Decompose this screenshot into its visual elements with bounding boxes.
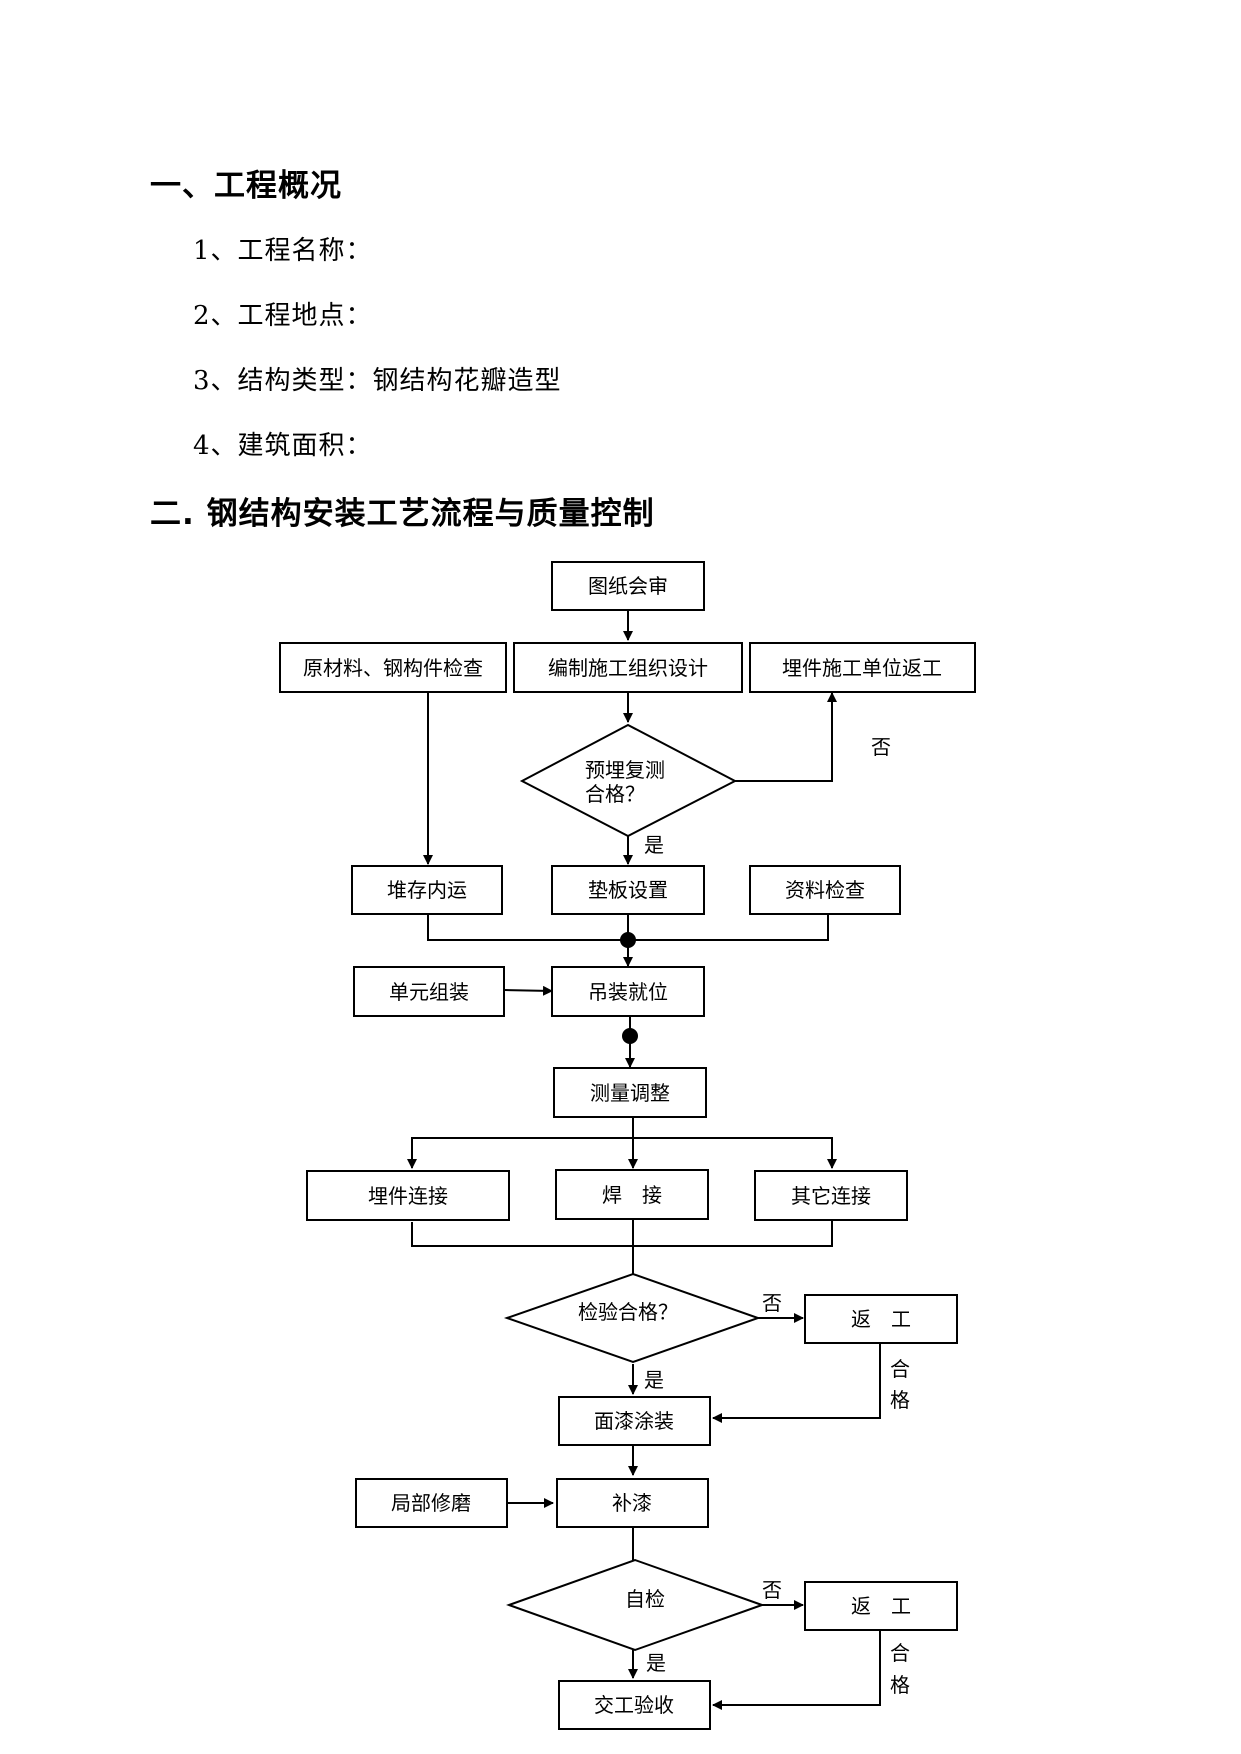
svg-text:合格？: 合格？ xyxy=(585,782,645,806)
svg-text:其它连接: 其它连接 xyxy=(791,1184,871,1208)
label-no: 否 xyxy=(762,1291,782,1315)
svg-text:堆存内运: 堆存内运 xyxy=(387,878,467,902)
svg-text:原材料、钢构件检查: 原材料、钢构件检查 xyxy=(303,656,483,680)
decision-embed-recheck: 预埋复测 合格？ xyxy=(519,723,738,838)
svg-text:埋件连接: 埋件连接 xyxy=(368,1184,448,1208)
node-shim: 垫板设置 xyxy=(551,865,705,915)
structure-type-line: 3、结构类型：钢结构花瓣造型 xyxy=(193,366,562,396)
svg-text:测量调整: 测量调整 xyxy=(590,1081,670,1105)
node-hoisting: 吊装就位 xyxy=(551,966,705,1017)
label-no: 否 xyxy=(762,1578,782,1602)
svg-text:单元组装: 单元组装 xyxy=(389,980,469,1004)
node-doc-check: 资料检查 xyxy=(749,865,901,915)
label-qualified: 合 xyxy=(890,1641,910,1665)
svg-text:编制施工组织设计: 编制施工组织设计 xyxy=(548,656,708,680)
node-material-check: 原材料、钢构件检查 xyxy=(279,642,507,693)
svg-text:自检: 自检 xyxy=(625,1587,665,1611)
node-welding: 焊 接 xyxy=(555,1169,709,1220)
node-rework-1: 返 工 xyxy=(804,1294,958,1344)
node-rework-2: 返 工 xyxy=(804,1581,958,1631)
section-title-overview: 一、工程概况 xyxy=(150,168,342,204)
svg-text:面漆涂装: 面漆涂装 xyxy=(594,1409,674,1433)
node-other-connect: 其它连接 xyxy=(754,1170,908,1221)
label-yes: 是 xyxy=(644,833,664,857)
node-embed-connect: 埋件连接 xyxy=(306,1170,510,1221)
node-drawing-review: 图纸会审 xyxy=(551,561,705,611)
node-acceptance: 交工验收 xyxy=(558,1680,711,1730)
svg-text:焊 接: 焊 接 xyxy=(602,1183,662,1207)
node-embed-rework: 埋件施工单位返工 xyxy=(749,642,976,693)
node-survey-adjust: 测量调整 xyxy=(553,1067,707,1118)
section-title-process: 二. 钢结构安装工艺流程与质量控制 xyxy=(150,496,655,532)
project-name-line: 1、工程名称： xyxy=(193,236,373,266)
label-yes: 是 xyxy=(644,1368,664,1392)
junction-dot xyxy=(622,1028,638,1044)
node-local-grind: 局部修磨 xyxy=(355,1478,508,1528)
project-location-line: 2、工程地点： xyxy=(193,301,373,331)
label-qualified: 格 xyxy=(890,1673,910,1697)
node-unit-assembly: 单元组装 xyxy=(353,966,505,1017)
svg-text:图纸会审: 图纸会审 xyxy=(588,574,668,598)
node-topcoat: 面漆涂装 xyxy=(558,1396,711,1446)
building-area-line: 4、建筑面积： xyxy=(193,431,373,461)
label-yes: 是 xyxy=(646,1651,666,1675)
flow-connectors xyxy=(407,610,881,1710)
svg-text:返 工: 返 工 xyxy=(851,1594,911,1618)
svg-text:返 工: 返 工 xyxy=(851,1307,911,1331)
node-org-design: 编制施工组织设计 xyxy=(513,642,743,693)
label-qualified: 合 xyxy=(890,1357,910,1381)
node-storage: 堆存内运 xyxy=(351,865,503,915)
svg-text:检验合格？: 检验合格？ xyxy=(578,1300,678,1324)
label-no: 否 xyxy=(871,735,891,759)
svg-text:资料检查: 资料检查 xyxy=(785,878,865,902)
svg-text:交工验收: 交工验收 xyxy=(594,1693,674,1717)
junction-dot xyxy=(620,932,636,948)
svg-text:预埋复测: 预埋复测 xyxy=(585,758,665,782)
svg-text:垫板设置: 垫板设置 xyxy=(588,878,668,902)
svg-text:局部修磨: 局部修磨 xyxy=(391,1491,471,1515)
label-qualified: 格 xyxy=(890,1388,910,1412)
decision-self-check: 自检 xyxy=(506,1558,765,1652)
svg-text:吊装就位: 吊装就位 xyxy=(588,980,668,1004)
node-touchup: 补漆 xyxy=(556,1478,709,1528)
decision-inspection: 检验合格？ xyxy=(503,1272,762,1364)
svg-text:埋件施工单位返工: 埋件施工单位返工 xyxy=(782,656,942,680)
svg-text:补漆: 补漆 xyxy=(612,1491,652,1515)
